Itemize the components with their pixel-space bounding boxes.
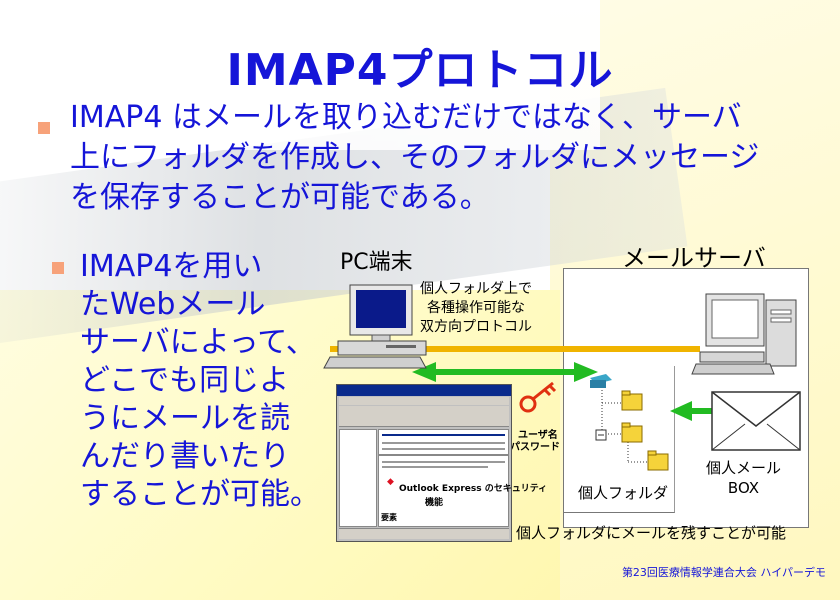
server-computer-icon: [691, 293, 797, 375]
bullet-1-line: を保存することが可能である。: [70, 180, 490, 215]
pc-terminal-label: PC端末: [340, 250, 413, 275]
personal-folder-box: [563, 366, 675, 513]
folder-icon: [621, 390, 643, 411]
personal-mailbox-line: 個人メール: [706, 459, 782, 477]
bullet-2-line: どこでも同じよ: [80, 363, 290, 398]
username-password-label: ユーザ名 パスワード: [510, 430, 560, 454]
screenshot-bullet-icon: ◆: [387, 477, 394, 487]
protocol-note-line: 各種操作可能な: [427, 300, 525, 316]
username-label: ユーザ名: [518, 430, 558, 441]
bullet-1-text: IMAP4 はメールを取り込むだけではなく、サーバ 上にフォルダを作成し、そのフ…: [70, 98, 759, 218]
folder-icon: [621, 422, 643, 443]
screenshot-toolbar: [339, 406, 509, 427]
mail-server-label: メールサーバ: [622, 244, 766, 272]
bullet-2-line: することが可能。: [80, 477, 320, 512]
screenshot-folder-tree: [339, 429, 377, 527]
screenshot-preview-pane: [378, 455, 509, 527]
screenshot-body-text: 要素: [381, 513, 397, 522]
screenshot-message-list: [378, 429, 509, 455]
pc-terminal-icon: [323, 284, 427, 369]
bullet-2-line: IMAP4を用い: [80, 249, 263, 284]
bullet-2-line: うにメールを読: [80, 401, 290, 436]
screenshot-statusbar: [339, 528, 509, 539]
mail-envelope-icon: [711, 391, 801, 451]
protocol-note-line: 双方向プロトコル: [420, 319, 532, 335]
screenshot-heading: Outlook Express のセキュリティ: [399, 484, 548, 494]
protocol-note-line: 個人フォルダ上で: [420, 281, 532, 297]
slide-title: IMAP4プロトコル: [226, 45, 614, 96]
bullet-1-line: 上にフォルダを作成し、そのフォルダにメッセージ: [70, 140, 760, 175]
webmail-screenshot: ◆ Outlook Express のセキュリティ 機能 要素: [336, 384, 547, 542]
bullet-1-line: IMAP4 はメールを取り込むだけではなく、サーバ: [70, 100, 742, 135]
footer-text: 第23回医療情報学連合大会 ハイパーデモ: [621, 566, 826, 579]
server-tree-root-icon: [590, 374, 612, 388]
protocol-note: 個人フォルダ上で 各種操作可能な 双方向プロトコル: [420, 280, 532, 337]
bullet-2-line: サーバによって、: [80, 325, 316, 360]
bullet-marker-2: [52, 262, 64, 274]
bullet-2-text: IMAP4を用い たWebメール サーバによって、 どこでも同じよ うにメールを…: [80, 248, 320, 514]
password-label: パスワード: [510, 442, 560, 453]
personal-mailbox-label: 個人メール BOX: [706, 458, 781, 498]
bullet-2-line: んだり書いたり: [80, 439, 290, 474]
screenshot-heading-2: 機能: [425, 498, 444, 508]
key-icon: [519, 381, 557, 413]
bullet-2-line: たWebメール: [80, 287, 266, 322]
bidirectional-arrow: [412, 362, 598, 382]
screenshot-menubar: [339, 397, 509, 405]
collapse-box-icon: [595, 429, 607, 441]
personal-folder-label: 個人フォルダ: [578, 484, 669, 502]
personal-mailbox-line: BOX: [727, 479, 760, 497]
diagram-caption: 個人フォルダにメールを残すことが可能: [516, 524, 787, 542]
folder-icon: [647, 450, 669, 471]
bullet-marker-1: [38, 122, 50, 134]
incoming-mail-arrow: [670, 401, 712, 421]
background-white-top: [0, 0, 600, 150]
screenshot-titlebar: [337, 385, 511, 396]
